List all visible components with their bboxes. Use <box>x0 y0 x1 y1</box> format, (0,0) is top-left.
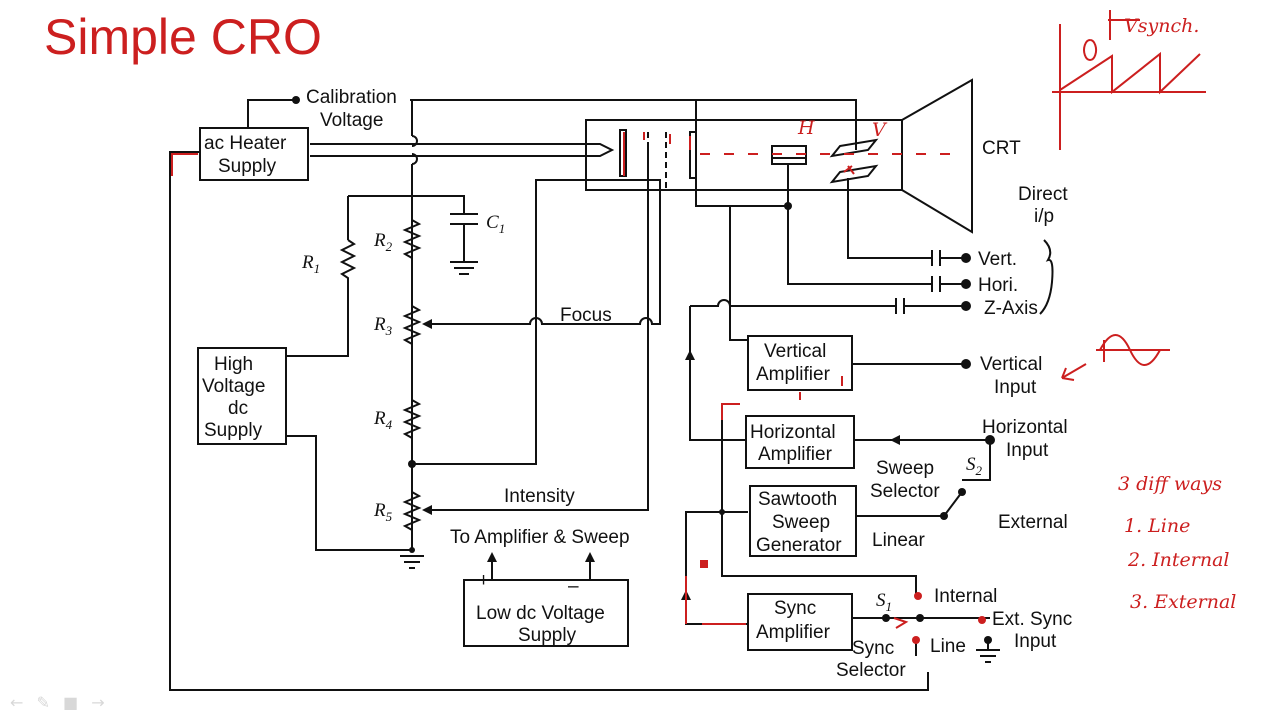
horizontal-amplifier-box <box>745 415 855 469</box>
sync-note-annotation: Vsynch. <box>1124 15 1199 37</box>
vamp-label-2: Amplifier <box>756 364 831 385</box>
r5-resistor <box>402 491 422 531</box>
sweep-selector-label-1: Sweep <box>876 458 934 479</box>
c1-branch-wire <box>348 195 465 214</box>
direct-ip-label-2: i/p <box>1034 206 1054 227</box>
internal-label: Internal <box>934 586 997 607</box>
way-3-annotation: 3. External <box>1130 591 1236 613</box>
ext-sync-label-2: Input <box>1014 631 1057 652</box>
bus-hop <box>411 135 418 165</box>
hv-label-4: Supply <box>204 420 263 441</box>
vert-amp-red-mark <box>721 376 843 420</box>
intensity-wire <box>426 142 649 511</box>
horizontal-plates <box>771 145 807 159</box>
sweep-selector-label-2: Selector <box>870 481 940 502</box>
line-label: Line <box>930 636 966 657</box>
vamp-label-1: Vertical <box>764 341 826 362</box>
ac-heater-supply-box <box>199 127 309 181</box>
sync-amplifier-box <box>747 593 853 651</box>
c1-label: C1 <box>486 212 505 236</box>
sync-sketch <box>1052 10 1206 150</box>
r5-label: R5 <box>373 500 393 524</box>
hinput-label-2: Input <box>1006 440 1049 461</box>
saw-label-3: Generator <box>756 535 842 556</box>
hv-label-2: Voltage <box>202 376 265 397</box>
ldc-label-1: Low dc Voltage <box>476 603 605 624</box>
r4-label: R4 <box>373 408 393 432</box>
linear-label: Linear <box>872 530 925 551</box>
hori-label: Hori. <box>978 275 1018 296</box>
calibration-terminal <box>292 96 300 104</box>
ac-heater-label-2: Supply <box>218 156 277 177</box>
calibration-label: Calibration <box>306 87 397 108</box>
r1-label: R1 <box>301 252 320 276</box>
calibration-wire <box>247 99 857 150</box>
external-label: External <box>998 512 1068 533</box>
minus-label: – <box>568 576 579 597</box>
h-annotation: H <box>797 117 815 139</box>
saw-label-1: Sawtooth <box>758 489 837 510</box>
focus-wire <box>412 179 661 465</box>
r3-resistor <box>402 305 422 345</box>
outer-loop-wire <box>169 151 929 691</box>
calibration-label-2: Voltage <box>320 110 383 131</box>
vertical-input-sketch <box>1061 334 1170 381</box>
direct-ip-label: Direct <box>1018 184 1068 205</box>
sync-red-wire <box>685 576 746 625</box>
r1-wire <box>286 196 349 357</box>
vertical-plates <box>829 138 879 184</box>
ac-heater-label: ac Heater <box>204 133 287 154</box>
s2-label: S2 <box>966 454 983 478</box>
crt-label: CRT <box>982 138 1021 159</box>
vertical-amplifier-box <box>747 335 853 391</box>
ldc-label-2: Supply <box>518 625 577 646</box>
hamp-label-1: Horizontal <box>750 422 836 443</box>
to-amplifier-sweep-label: To Amplifier & Sweep <box>450 527 630 548</box>
sync-selector-label-1: Sync <box>852 638 894 659</box>
sawtooth-generator-box <box>749 485 857 557</box>
v-annotation: V <box>872 119 888 141</box>
high-voltage-dc-supply-box <box>197 347 287 445</box>
focus-label: Focus <box>560 305 612 326</box>
r2-resistor <box>402 219 422 259</box>
zaxis-label: Z-Axis <box>984 298 1038 319</box>
r1-resistor <box>339 239 357 284</box>
ways-title-annotation: 3 diff ways <box>1118 473 1222 495</box>
r3-label: R3 <box>373 314 393 338</box>
intensity-label: Intensity <box>504 486 575 507</box>
ext-sync-label-1: Ext. Sync <box>992 609 1072 630</box>
r2-label: R2 <box>373 230 393 254</box>
hv-label-3: dc <box>228 398 248 419</box>
hv-label-1: High <box>214 354 253 375</box>
saw-label-2: Sweep <box>772 512 830 533</box>
way-1-annotation: 1. Line <box>1124 515 1190 537</box>
slide-title: Simple CRO <box>44 9 322 65</box>
hinput-label-1: Horizontal <box>982 417 1068 438</box>
r4-resistor <box>402 399 422 439</box>
sync-selector-label-2: Selector <box>836 660 906 681</box>
sync-amp-label-1: Sync <box>774 598 816 619</box>
vinput-label-2: Input <box>994 377 1037 398</box>
heater-red-mark <box>171 153 198 176</box>
way-2-annotation: 2. Internal <box>1127 549 1230 571</box>
plus-label: + <box>478 570 489 591</box>
low-dc-supply-box <box>463 579 629 647</box>
vert-label: Vert. <box>978 249 1017 270</box>
crt-bell <box>901 78 973 234</box>
hamp-label-2: Amplifier <box>758 444 833 465</box>
sync-amp-label-2: Amplifier <box>756 622 831 643</box>
hv-lower-wire <box>286 435 412 551</box>
plate-red-marks <box>623 132 691 176</box>
vinput-label-1: Vertical <box>980 354 1042 375</box>
slide-nav-controls[interactable]: ← ✎ ■ → <box>10 693 109 712</box>
s1-label: S1 <box>876 590 892 614</box>
heater-to-crt-wire <box>310 143 615 157</box>
